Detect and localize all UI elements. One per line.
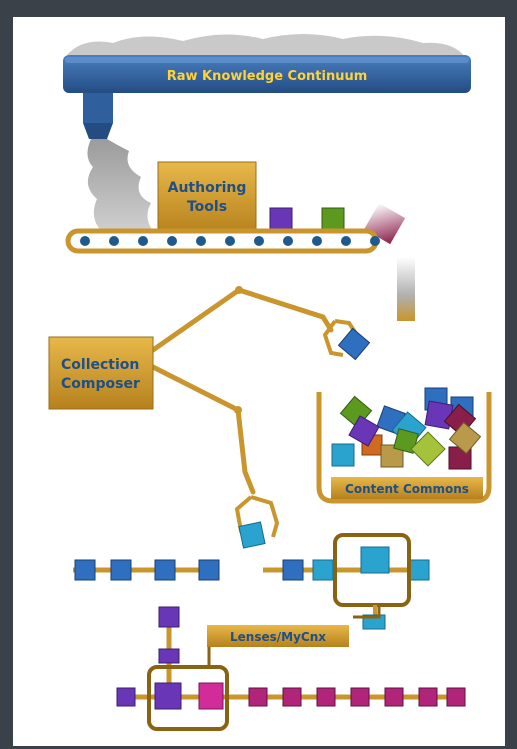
- conveyor-bead: [225, 236, 235, 246]
- lenses-label: Lenses/MyCnx: [230, 630, 326, 644]
- module-cube-highlight-icon: [360, 546, 390, 574]
- raw-knowledge-bar: [63, 55, 471, 93]
- authoring-tools-box: [157, 161, 257, 235]
- robotic-arm-icon: [150, 287, 334, 495]
- conveyor-bead: [196, 236, 206, 246]
- module-cube-highlight-icon: [154, 682, 182, 710]
- authoring-tools-label-line2: Tools: [187, 199, 227, 215]
- content-commons-bin: [316, 392, 492, 504]
- module-cube-icon: [321, 207, 345, 231]
- conveyor-bead: [341, 236, 351, 246]
- content-commons-label: Content Commons: [345, 482, 469, 496]
- collection-composer-label-line1: Collection: [61, 357, 139, 373]
- conveyor-bead: [138, 236, 148, 246]
- module-cube-highlight-icon: [198, 682, 224, 710]
- collection-chain-purple: [116, 687, 466, 707]
- module-cube-icon: [269, 207, 293, 231]
- raw-data-cloud-icon: [67, 34, 465, 57]
- module-cube-icon: [238, 521, 266, 549]
- hopper-funnel-icon: [83, 93, 113, 139]
- lenses-label-box: [207, 625, 349, 647]
- conveyor-bead: [370, 236, 380, 246]
- conveyor-bead: [80, 236, 90, 246]
- collection-chain-blue: [73, 559, 430, 581]
- content-commons-label-box: [331, 477, 483, 499]
- conveyor-bead: [109, 236, 119, 246]
- collection-composer-box: [48, 336, 154, 410]
- content-flow-diagram: Raw Knowledge Continuum Authoring Tools: [48, 34, 492, 731]
- conveyor-bead: [167, 236, 177, 246]
- module-cube-icon: [337, 327, 371, 361]
- authoring-tools-label-line1: Authoring: [168, 180, 247, 196]
- content-commons-modules: [331, 387, 482, 470]
- arm-joint: [235, 286, 243, 294]
- lens-frame-icon: [333, 533, 411, 607]
- module-cube-falling-icon: [397, 257, 415, 321]
- diagram-canvas: Raw Knowledge Continuum Authoring Tools: [13, 17, 505, 746]
- raw-data-smoke-icon: [87, 139, 153, 231]
- conveyor-bead: [254, 236, 264, 246]
- conveyor-beads: [80, 236, 380, 246]
- raw-knowledge-label: Raw Knowledge Continuum: [167, 69, 368, 84]
- conveyor-bead: [283, 236, 293, 246]
- arm-joint: [234, 406, 242, 414]
- collection-composer-label-line2: Composer: [61, 376, 140, 392]
- vertical-module-stack: [158, 606, 180, 697]
- conveyor-bead: [312, 236, 322, 246]
- lens-frame-icon: [147, 665, 229, 731]
